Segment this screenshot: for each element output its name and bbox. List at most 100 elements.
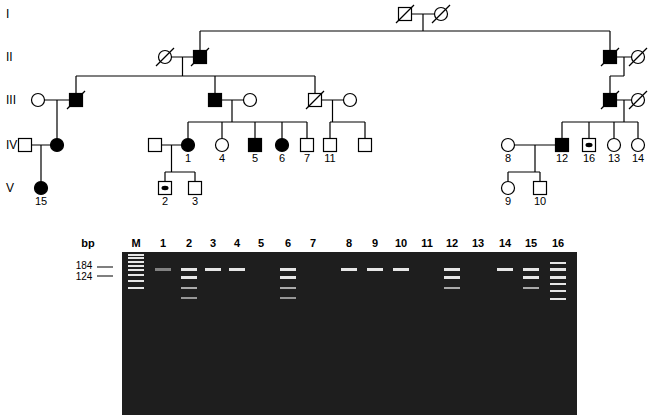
lane-label: 10: [395, 238, 407, 249]
gel-band: [155, 268, 171, 271]
generation-label: II: [6, 51, 13, 63]
carrier-mark: [162, 186, 169, 190]
pedigree-line: [32, 14, 639, 182]
pedigree-symbol: [359, 139, 372, 152]
deceased-slash: [67, 5, 647, 109]
size-label: 184: [76, 261, 93, 271]
gel-band: [444, 287, 460, 289]
deceased-slash: [156, 48, 174, 66]
individual-number: 4: [208, 152, 236, 164]
individual-number: 16: [575, 152, 603, 164]
size-tick: [97, 267, 113, 276]
gel-band: [550, 298, 566, 300]
generation-label: III: [6, 94, 16, 106]
female-symbol: [35, 182, 48, 195]
pedigree-symbol: [275, 138, 289, 152]
pedigree-symbol: [501, 138, 515, 152]
deceased-slash: [306, 91, 324, 109]
mating-line: [515, 144, 555, 145]
pedigree-individual: 4: [208, 138, 236, 164]
pedigree-line: [32, 14, 639, 182]
individual-number: 6: [268, 152, 296, 164]
lane-label: 14: [499, 238, 511, 249]
pedigree-individual: 11: [316, 138, 344, 164]
gel-band: [550, 290, 566, 292]
gel-band: [550, 276, 566, 279]
female-symbol: [216, 139, 229, 152]
female-symbol: [608, 139, 621, 152]
pedigree-individual: 9: [494, 181, 522, 207]
female-symbol: [502, 139, 515, 152]
deceased-slash: [629, 48, 647, 66]
pedigree-individual: 13: [600, 138, 628, 164]
pedigree-symbol: [19, 8, 645, 152]
female-symbol: [276, 139, 289, 152]
gel-band: [280, 268, 296, 271]
pedigree-symbol: [607, 138, 621, 152]
size-label: 124: [76, 272, 93, 282]
gel-band: [367, 268, 383, 271]
gel-band: [128, 274, 144, 276]
lane-label: 8: [346, 238, 352, 249]
gel-band: [229, 268, 245, 271]
deceased-slash: [432, 5, 450, 23]
gel-band: [128, 254, 566, 300]
gel-band: [550, 283, 566, 285]
pedigree-individual: 14: [624, 138, 652, 164]
gel-band: [523, 268, 539, 271]
gel-band: [181, 268, 197, 271]
individual-number: 1: [174, 152, 202, 164]
individual-number: 9: [494, 195, 522, 207]
pedigree-individual: 1: [174, 138, 202, 164]
deceased-slash: [601, 91, 619, 109]
pedigree-symbol: [300, 138, 314, 152]
deceased-slash: [191, 48, 209, 66]
gel-band: [128, 280, 144, 282]
gel-band: [444, 268, 460, 271]
pedigree-individual: 8: [494, 138, 522, 164]
male-symbol: [301, 139, 314, 152]
male-symbol: [324, 139, 337, 152]
gel-band: [444, 276, 460, 279]
gel-band: [523, 287, 539, 289]
gel-band: [181, 297, 197, 299]
pedigree-symbol: [555, 138, 569, 152]
individual-number: 3: [181, 195, 209, 207]
individual-number: 10: [526, 195, 554, 207]
pedigree-symbol: [248, 138, 262, 152]
pedigree-symbol: [19, 139, 32, 152]
pedigree-symbol: [631, 138, 645, 152]
pedigree-individual: 16: [575, 138, 603, 164]
individual-number: 11: [316, 152, 344, 164]
individual-number: 7: [293, 152, 321, 164]
individual-number: 8: [494, 152, 522, 164]
individual-number: 15: [27, 195, 55, 207]
male-symbol: [159, 182, 172, 195]
lane-label: 15: [525, 238, 537, 249]
pedigree-individual: 10: [526, 181, 554, 207]
pedigree-symbol: [215, 138, 229, 152]
gel-band: [497, 268, 513, 271]
gel-band: [393, 268, 409, 271]
gel-band: [181, 287, 197, 289]
pedigree-symbol: [188, 181, 202, 195]
individual-number: 13: [600, 152, 628, 164]
lane-label: 3: [210, 238, 216, 249]
female-symbol: [182, 139, 195, 152]
lane-label: 12: [446, 238, 458, 249]
gel-image: [122, 252, 577, 415]
pedigree-individual: 12: [548, 138, 576, 164]
pedigree-individual: 7: [293, 138, 321, 164]
size-tick: [97, 267, 113, 276]
gel-band: [128, 269, 144, 271]
generation-label: IV: [6, 139, 17, 151]
deceased-slash: [601, 48, 619, 66]
individual-number: 12: [548, 152, 576, 164]
pedigree-symbol: [533, 181, 547, 195]
lane-label: 6: [285, 238, 291, 249]
pedigree-symbol: [344, 94, 357, 107]
gel-band: [128, 257, 144, 259]
gel-band: [280, 276, 296, 279]
